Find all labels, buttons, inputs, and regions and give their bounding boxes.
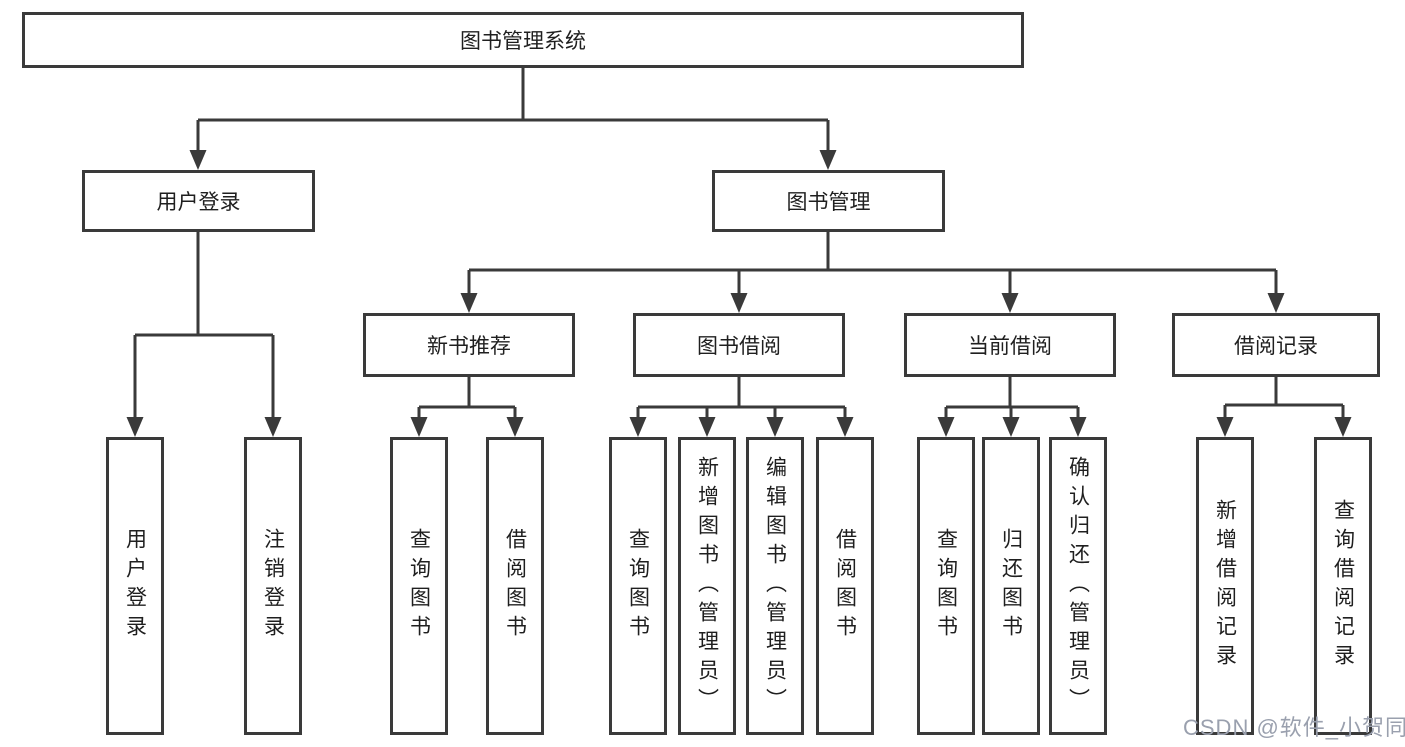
arrow-icon (410, 417, 428, 437)
connector-borrow-record (1223, 377, 1345, 419)
arrow-icon (937, 417, 955, 437)
connector-book-management (467, 232, 1278, 295)
leaf-query-borrow-record: 查询借阅记录 (1314, 437, 1372, 735)
connector-user-login (133, 232, 275, 419)
node-user-login: 用户登录 (82, 170, 315, 232)
node-new-book-recommend: 新书推荐 (363, 313, 575, 377)
node-current-borrow: 当前借阅 (904, 313, 1116, 377)
leaf-add-borrow-record: 新增借阅记录 (1196, 437, 1254, 735)
leaf-edit-book-admin: 编辑图书（管理员） (746, 437, 804, 735)
leaf-return-book: 归还图书 (982, 437, 1040, 735)
arrow-icon (836, 417, 854, 437)
arrowheads (126, 150, 1352, 437)
connector-root (196, 68, 830, 152)
arrow-icon (506, 417, 524, 437)
leaf-query-book-current: 查询图书 (917, 437, 975, 735)
node-library-system: 图书管理系统 (22, 12, 1024, 68)
leaf-borrow-book-recommend: 借阅图书 (486, 437, 544, 735)
arrow-icon (1002, 417, 1020, 437)
arrow-icon (1334, 417, 1352, 437)
connector-book-borrow (636, 377, 847, 419)
leaf-user-login: 用户登录 (106, 437, 164, 735)
leaf-logout: 注销登录 (244, 437, 302, 735)
arrow-icon (1267, 293, 1285, 313)
node-book-borrow: 图书借阅 (633, 313, 845, 377)
leaf-borrow-book: 借阅图书 (816, 437, 874, 735)
arrow-icon (264, 417, 282, 437)
arrow-icon (460, 293, 478, 313)
leaf-query-book-recommend: 查询图书 (390, 437, 448, 735)
node-book-management: 图书管理 (712, 170, 945, 232)
arrow-icon (730, 293, 748, 313)
csdn-watermark: CSDN @软件_小贺同学 (1183, 715, 1405, 740)
arrow-icon (698, 417, 716, 437)
arrow-icon (1216, 417, 1234, 437)
leaf-query-book-borrow: 查询图书 (609, 437, 667, 735)
arrow-icon (766, 417, 784, 437)
connector-current-borrow (944, 377, 1080, 419)
arrow-icon (126, 417, 144, 437)
arrow-icon (1001, 293, 1019, 313)
arrow-icon (1069, 417, 1087, 437)
leaf-confirm-return-admin: 确认归还（管理员） (1049, 437, 1107, 735)
arrow-icon (819, 150, 837, 170)
node-borrow-record: 借阅记录 (1172, 313, 1380, 377)
arrow-icon (629, 417, 647, 437)
arrow-icon (189, 150, 207, 170)
connector-new-book-recommend (417, 377, 517, 419)
leaf-add-book-admin: 新增图书（管理员） (678, 437, 736, 735)
